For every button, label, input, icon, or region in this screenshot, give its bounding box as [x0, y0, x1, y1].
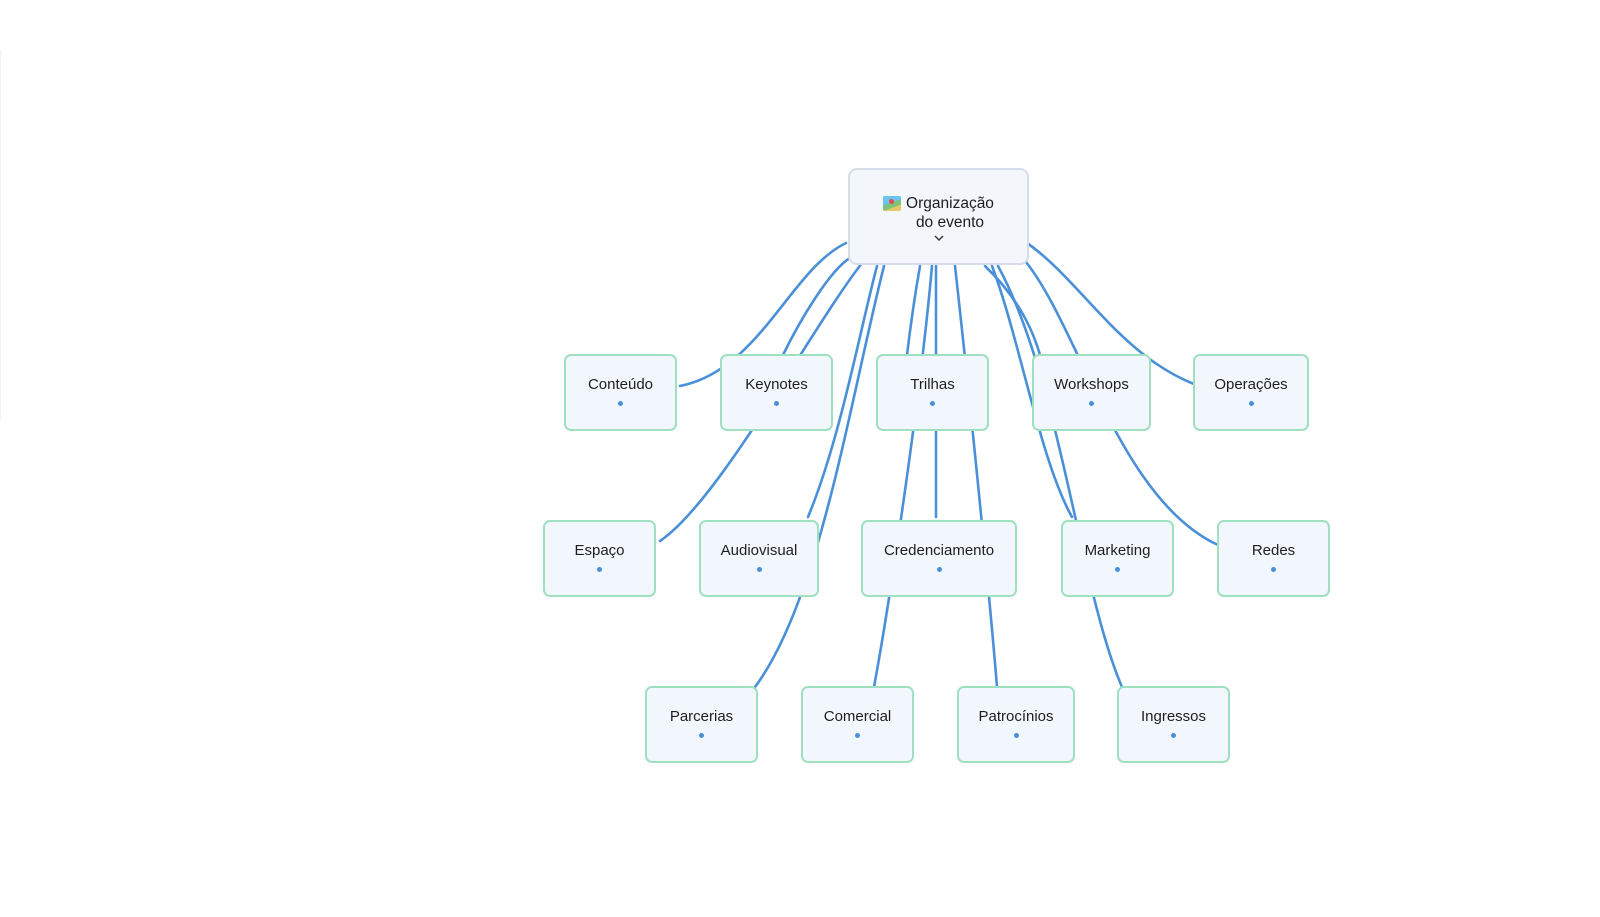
- node-credenciamento[interactable]: Credenciamento: [861, 520, 1017, 597]
- collapse-dot-icon[interactable]: [774, 400, 779, 406]
- edge-parcerias: [753, 264, 886, 689]
- node-parcerias[interactable]: Parcerias: [645, 686, 758, 763]
- edge-comercial: [872, 264, 934, 689]
- edge-audiovisual: [806, 264, 879, 519]
- collapse-dot-icon[interactable]: [930, 400, 935, 406]
- node-label: Keynotes: [745, 375, 808, 393]
- world-map-icon: [883, 196, 902, 211]
- node-espaco[interactable]: Espaço: [543, 520, 656, 597]
- edge-keynotes: [781, 256, 852, 357]
- collapse-dot-icon[interactable]: [1248, 400, 1254, 406]
- collapse-dot-icon[interactable]: [1271, 566, 1276, 572]
- node-redes[interactable]: Redes: [1217, 520, 1330, 597]
- edge-trilhas: [905, 264, 922, 357]
- root-node-organizacao[interactable]: Organização do evento: [848, 168, 1029, 265]
- collapse-dot-icon[interactable]: [699, 732, 704, 738]
- edge-ingressos: [996, 264, 1124, 689]
- root-title-row: Organização do evento: [883, 194, 994, 232]
- collapse-dot-icon[interactable]: [618, 400, 623, 406]
- node-marketing[interactable]: Marketing: [1061, 520, 1174, 597]
- collapse-dot-icon[interactable]: [855, 732, 860, 738]
- node-label: Workshops: [1054, 375, 1129, 393]
- node-label: Comercial: [823, 707, 892, 725]
- collapse-dot-icon[interactable]: [756, 566, 762, 572]
- node-label: Operações: [1214, 375, 1288, 393]
- node-label: Espaço: [574, 541, 625, 559]
- panel-divider: [0, 50, 1, 420]
- collapse-dot-icon[interactable]: [1013, 732, 1019, 738]
- collapse-dot-icon[interactable]: [1115, 566, 1120, 572]
- node-label: Redes: [1251, 541, 1296, 559]
- node-label: Conteúdo: [587, 375, 654, 393]
- edge-patrocinios: [953, 264, 999, 689]
- collapse-dot-icon[interactable]: [936, 566, 942, 572]
- collapse-dot-icon[interactable]: [1089, 400, 1094, 406]
- chevron-down-icon[interactable]: [932, 233, 946, 243]
- node-keynotes[interactable]: Keynotes: [720, 354, 833, 431]
- node-patrocinios[interactable]: Patrocínios: [957, 686, 1075, 763]
- node-label: Ingressos: [1140, 707, 1207, 725]
- root-title: Organização do evento: [906, 195, 994, 231]
- node-trilhas[interactable]: Trilhas: [876, 354, 989, 431]
- node-label: Audiovisual: [720, 541, 798, 559]
- node-label: Trilhas: [910, 375, 955, 393]
- edge-marketing: [990, 264, 1074, 519]
- node-comercial[interactable]: Comercial: [801, 686, 914, 763]
- collapse-dot-icon[interactable]: [597, 566, 602, 572]
- node-label: Parcerias: [669, 707, 734, 725]
- node-workshops[interactable]: Workshops: [1032, 354, 1151, 431]
- edge-workshops: [983, 264, 1042, 357]
- node-operacoes[interactable]: Operações: [1193, 354, 1309, 431]
- node-audiovisual[interactable]: Audiovisual: [699, 520, 819, 597]
- node-label: Marketing: [1084, 541, 1151, 559]
- edge-operacoes: [1025, 241, 1196, 386]
- collapse-dot-icon[interactable]: [1171, 732, 1176, 738]
- node-label: Credenciamento: [883, 541, 995, 559]
- node-conteudo[interactable]: Conteúdo: [564, 354, 677, 431]
- node-label: Patrocínios: [978, 707, 1054, 725]
- edge-conteudo: [678, 241, 848, 388]
- node-ingressos[interactable]: Ingressos: [1117, 686, 1230, 763]
